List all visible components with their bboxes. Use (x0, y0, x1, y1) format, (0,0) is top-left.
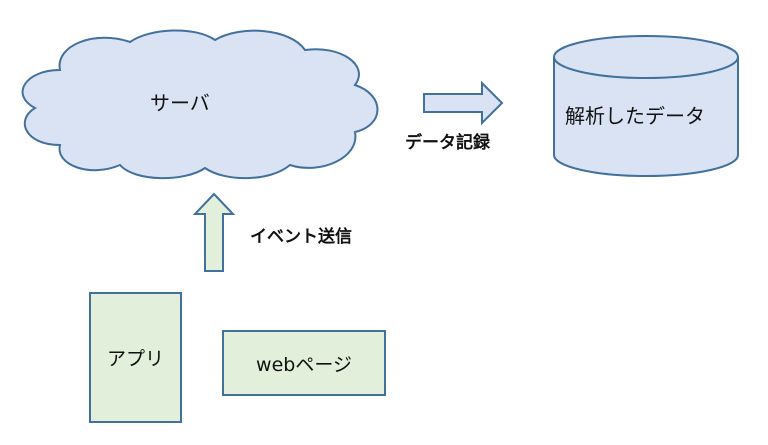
webpage-label: webページ (256, 353, 352, 376)
database-label: 解析したデータ (565, 104, 705, 128)
app-box: アプリ (89, 292, 182, 423)
right-arrow (423, 80, 504, 126)
event-send-label: イベント送信 (250, 227, 352, 247)
database-cylinder (553, 35, 739, 177)
database-cylinder-top (553, 35, 739, 79)
database-cylinder-body (553, 57, 739, 177)
up-arrow (192, 192, 236, 272)
data-record-label: データ記録 (405, 133, 490, 153)
server-cloud (21, 29, 379, 180)
app-label: アプリ (106, 348, 164, 370)
server-label: サーバ (150, 91, 210, 115)
server-cloud-shape (21, 29, 379, 180)
webpage-box: webページ (222, 330, 386, 396)
